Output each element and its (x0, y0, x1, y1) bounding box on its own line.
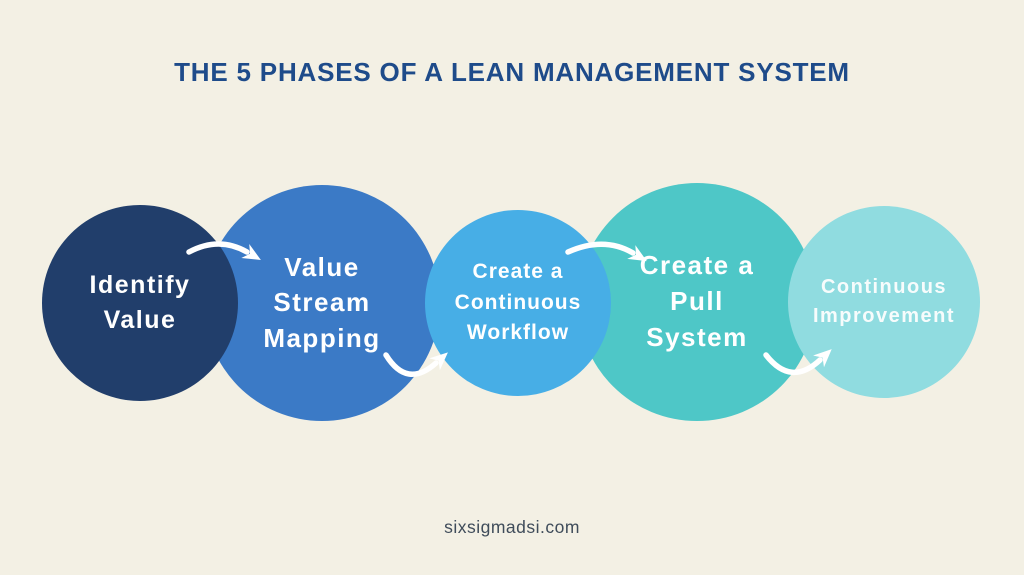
phase-circle-pull-system: Create a Pull System (578, 183, 816, 421)
page-title: THE 5 PHASES OF A LEAN MANAGEMENT SYSTEM (174, 57, 850, 87)
phase-label-continuous-workflow: Create a Continuous Workflow (454, 260, 582, 345)
phase-label-pull-system: Create a Pull System (639, 250, 755, 352)
phase-label-value-stream-mapping: Value Stream Mapping (263, 252, 381, 353)
phase-circle-identify-value: Identify Value (42, 205, 238, 401)
phase-circle-continuous-improvement: Continuous Improvement (788, 206, 980, 398)
phase-label-identify-value: Identify Value (89, 271, 191, 334)
phase-circle-continuous-workflow: Create a Continuous Workflow (425, 210, 611, 396)
phase-circle-value-stream-mapping: Value Stream Mapping (204, 185, 440, 421)
phase-label-continuous-improvement: Continuous Improvement (812, 276, 956, 327)
website-footer: sixsigmadsi.com (444, 517, 580, 537)
